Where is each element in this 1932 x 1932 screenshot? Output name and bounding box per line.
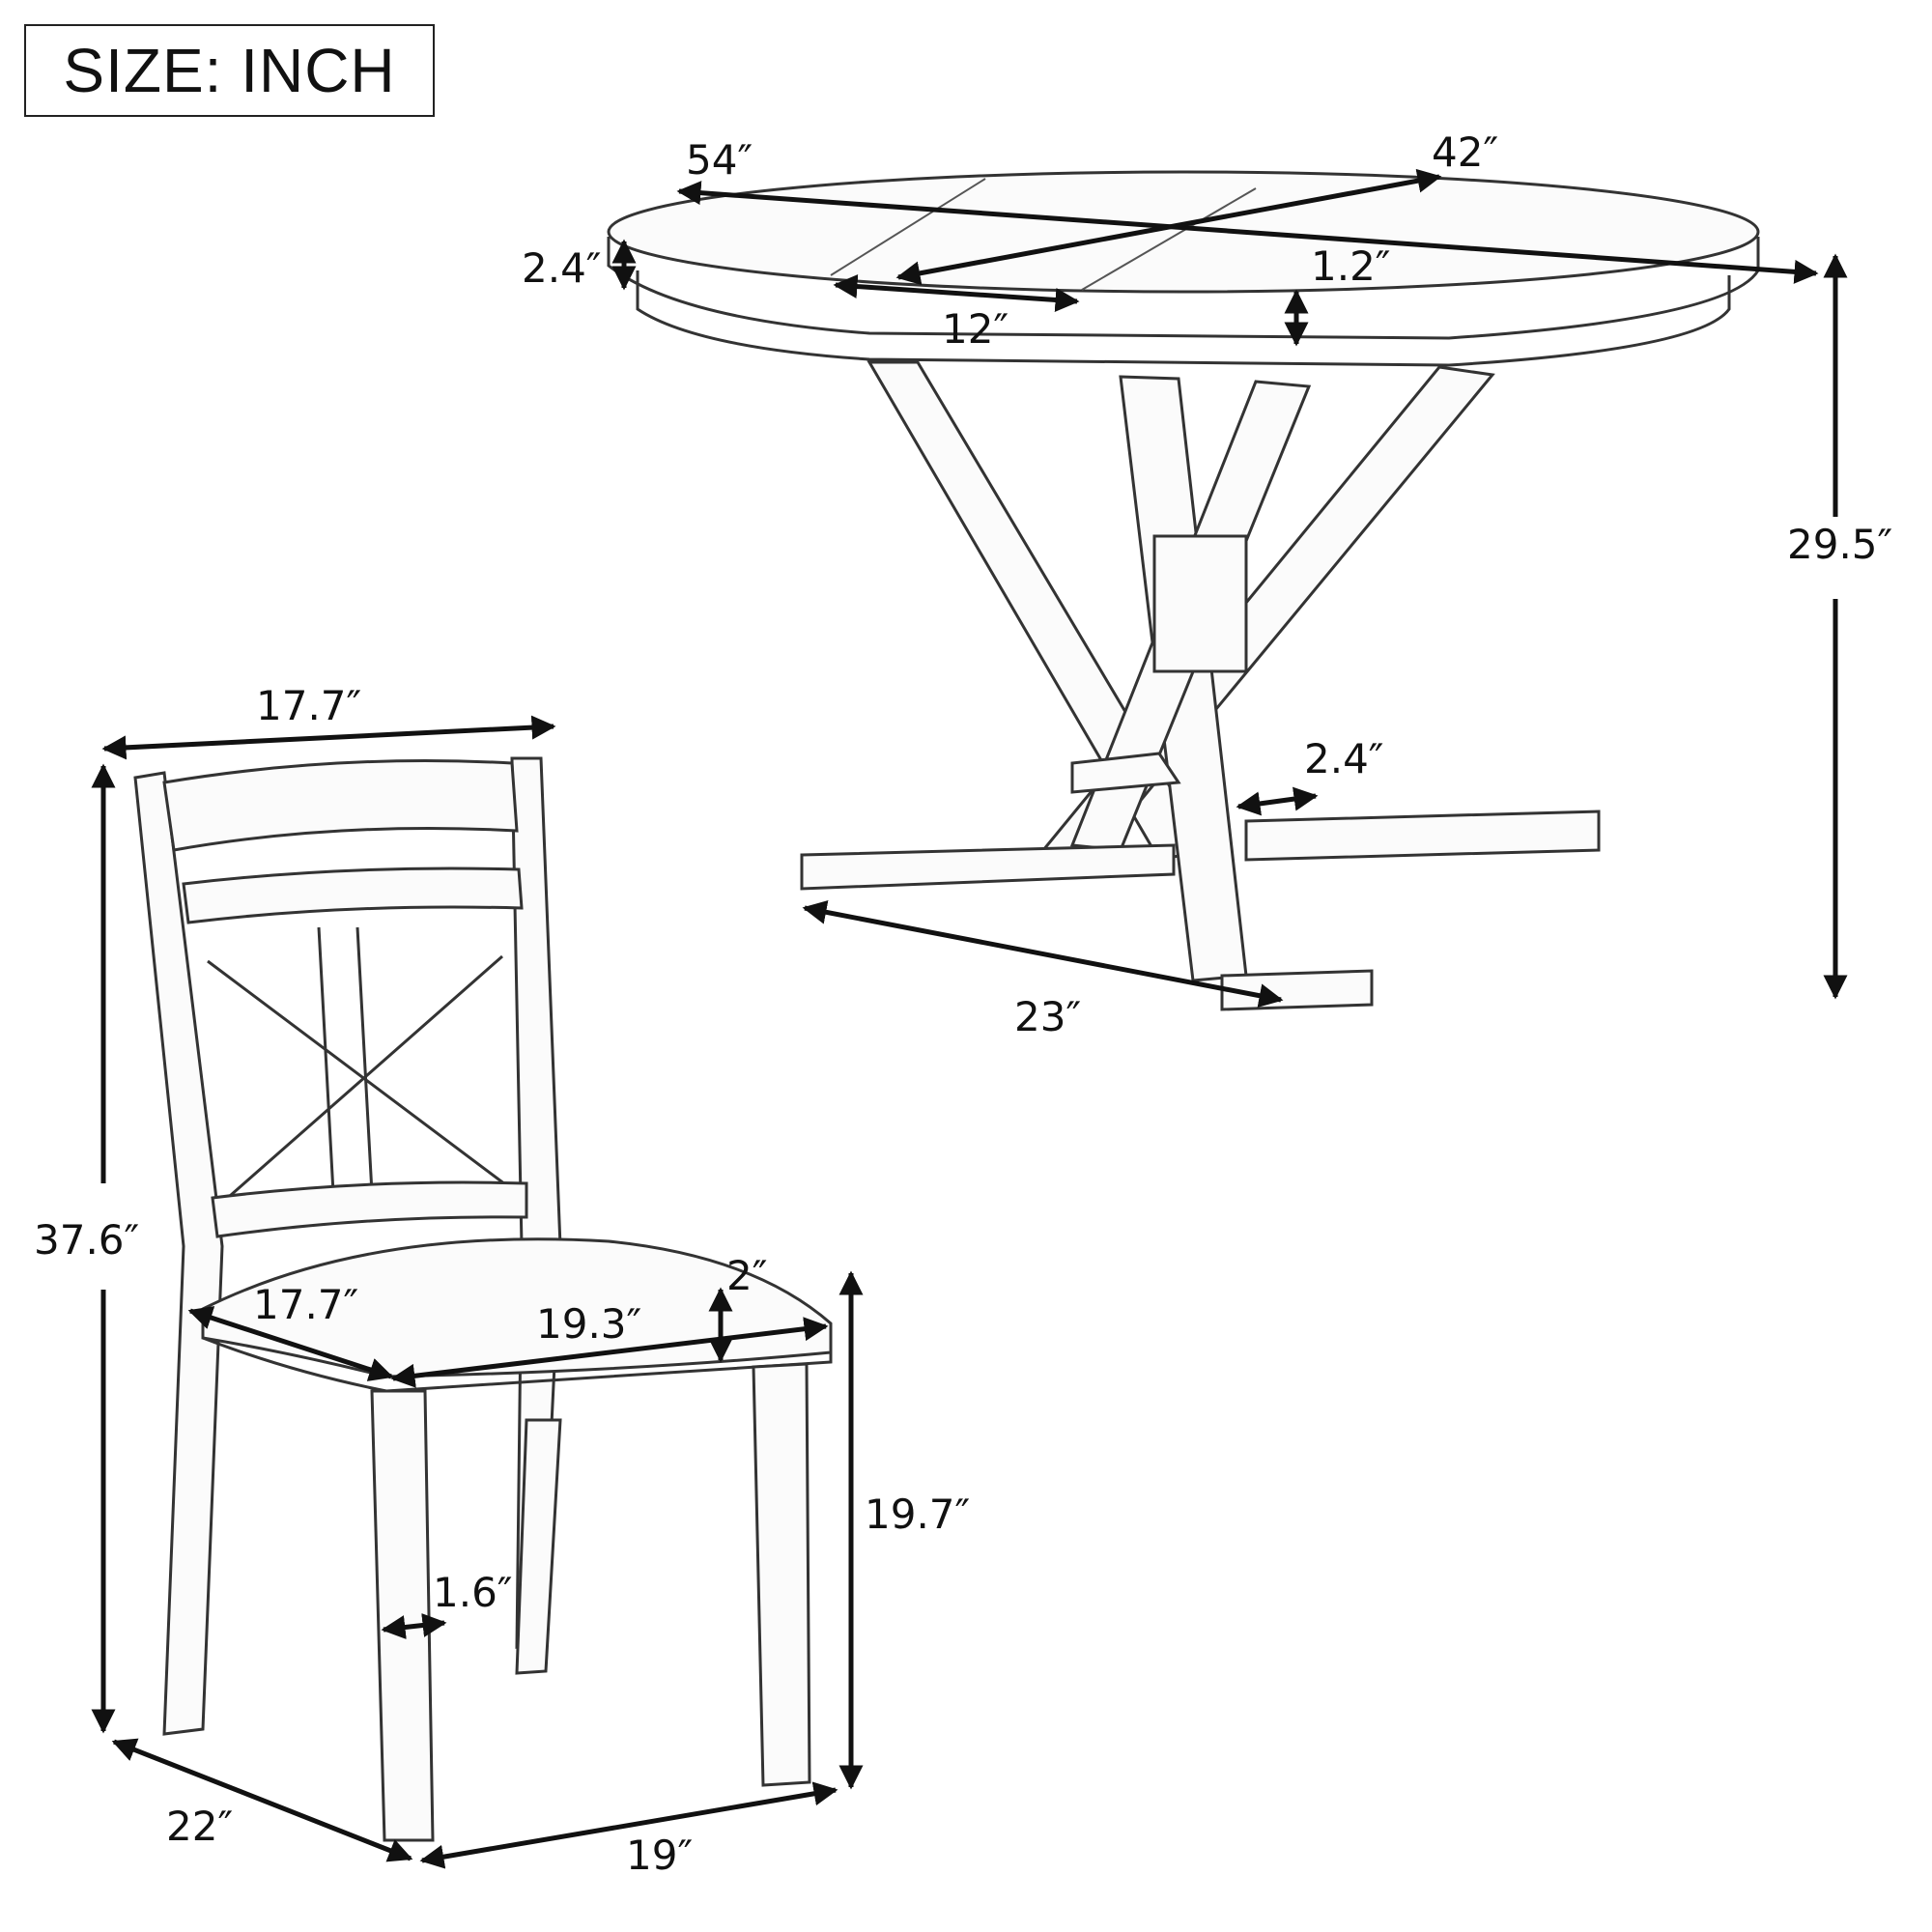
chair-seat-width-label: 19.3″ xyxy=(536,1300,641,1348)
chair-back-width-label: 17.7″ xyxy=(256,682,361,729)
chair-back-post-left xyxy=(133,771,224,1736)
size-unit-label: SIZE: INCH xyxy=(24,24,435,117)
chair-illustration xyxy=(133,756,833,1842)
table-length-label: 54″ xyxy=(686,136,753,184)
chair-dimensions xyxy=(91,715,864,1869)
table-width-label: 42″ xyxy=(1432,128,1498,176)
table-dimensions xyxy=(611,168,1848,1009)
table-pedestal xyxy=(800,360,1601,1011)
chair-mid-rail xyxy=(182,867,524,924)
table-top-thickness-label: 2.4″ xyxy=(522,244,601,292)
chair-total-height-label: 37.6″ xyxy=(34,1216,139,1264)
chair-seat-height-label: 19.7″ xyxy=(865,1491,970,1538)
chair-leg-width-label: 1.6″ xyxy=(433,1569,512,1616)
table-leg-width-label: 2.4″ xyxy=(1304,735,1383,782)
table-apron xyxy=(636,270,1731,367)
table-dimension-labels: 54″ 42″ 2.4″ 12″ 1.2″ 29.5″ 2.4″ 23″ xyxy=(522,128,1892,1040)
chair-seat-depth-label: 17.7″ xyxy=(253,1281,358,1328)
table-leaf-label: 12″ xyxy=(942,305,1009,353)
chair-width-label: 19″ xyxy=(626,1832,693,1879)
table-top-edge xyxy=(607,237,1760,340)
chair-front-leg-right xyxy=(752,1362,811,1787)
table-base-depth-label: 23″ xyxy=(1014,993,1081,1040)
chair-depth-label: 22″ xyxy=(166,1803,233,1850)
table-apron-label: 1.2″ xyxy=(1311,242,1390,290)
chair-rear-leg xyxy=(515,1418,562,1675)
chair-front-leg-left xyxy=(370,1389,435,1842)
table-top xyxy=(607,170,1760,294)
chair-seat-thickness-label: 2″ xyxy=(726,1252,767,1299)
chair-top-rail xyxy=(162,759,519,852)
chair-back-x xyxy=(207,926,518,1205)
chair-lower-back-rail xyxy=(211,1180,528,1238)
table-height-label: 29.5″ xyxy=(1787,521,1892,568)
chair-dimension-labels: 17.7″ 37.6″ 17.7″ 19.3″ 2″ 19.7″ 1.6″ 22… xyxy=(34,682,970,1879)
table-illustration xyxy=(607,170,1760,1011)
